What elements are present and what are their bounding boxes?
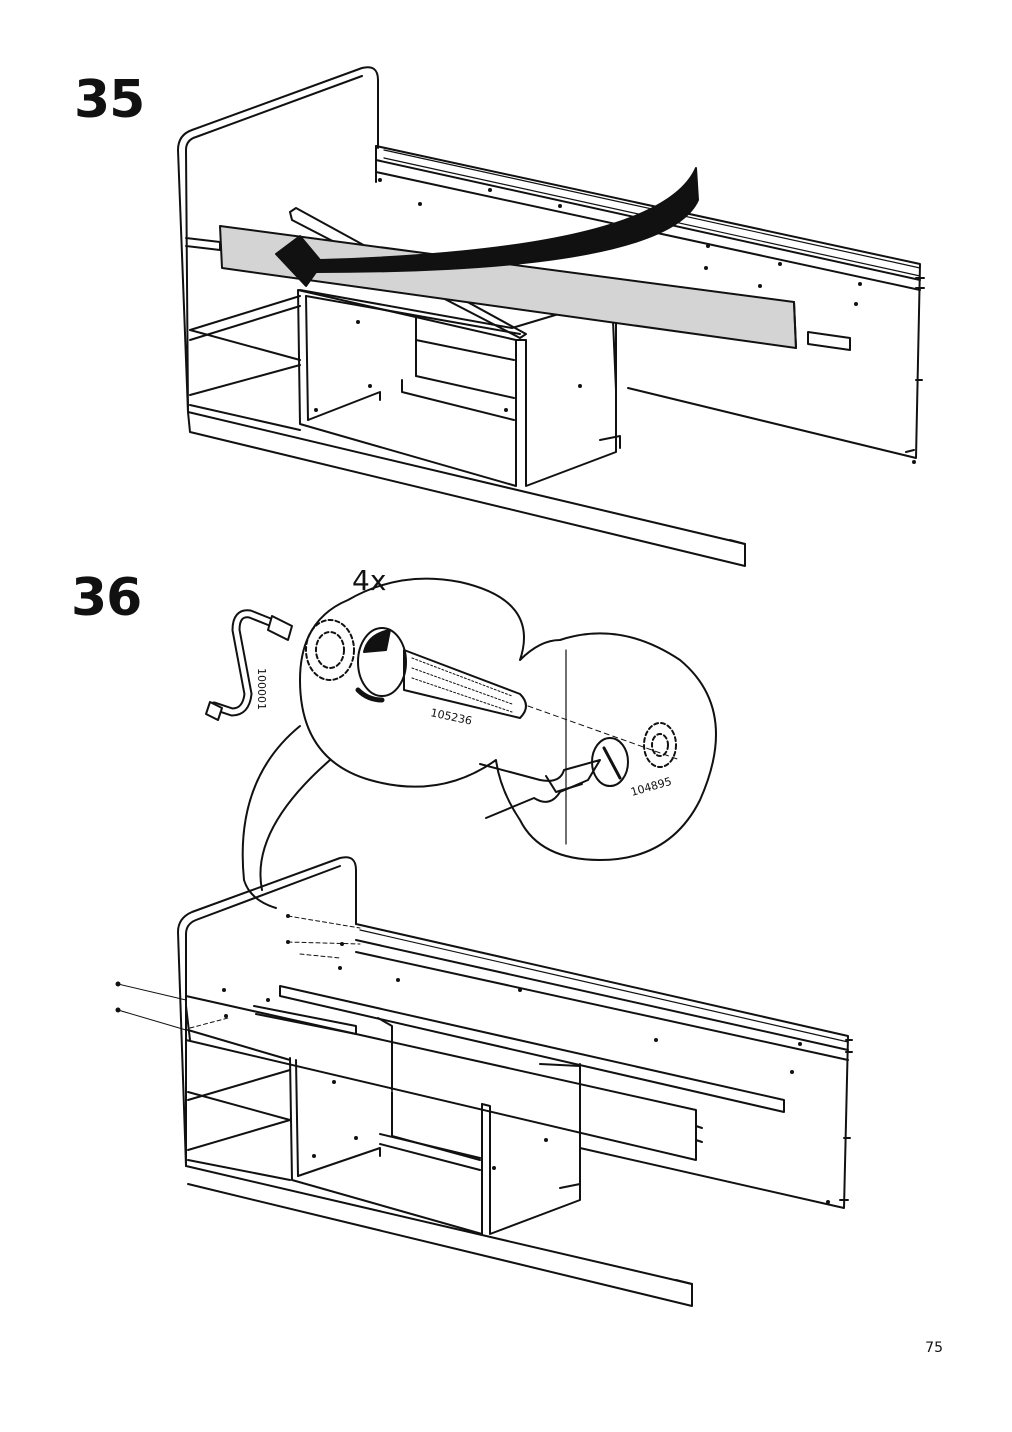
step-number-35: 35 <box>74 70 145 130</box>
page-number: 75 <box>925 1340 943 1356</box>
part-number-allen-key: 100001 <box>255 668 268 710</box>
direction-arrow <box>275 167 699 287</box>
back-panel <box>375 145 921 459</box>
front-board <box>185 995 697 1161</box>
step-number-36: 36 <box>71 568 142 628</box>
cabinet-left <box>297 289 517 487</box>
part-number-cam-screw: 105236 <box>429 706 473 727</box>
cabinet-right <box>515 299 617 487</box>
cam-screw <box>403 649 527 719</box>
part-number-cam-lock: 104895 <box>629 775 673 799</box>
bottom-rail <box>187 411 746 567</box>
bottom-rail <box>185 1165 693 1307</box>
step-35-illustration <box>177 66 925 567</box>
end-panel <box>177 66 379 413</box>
rotate-arrow <box>363 629 391 653</box>
detail-circle-large <box>299 577 717 861</box>
step-36-detail-callouts <box>205 577 717 909</box>
quantity-label: 4x <box>352 564 386 597</box>
step-36-illustration <box>115 856 853 1307</box>
end-panel <box>177 856 357 1167</box>
back-panel <box>355 923 849 1209</box>
screwdriver <box>479 759 601 819</box>
